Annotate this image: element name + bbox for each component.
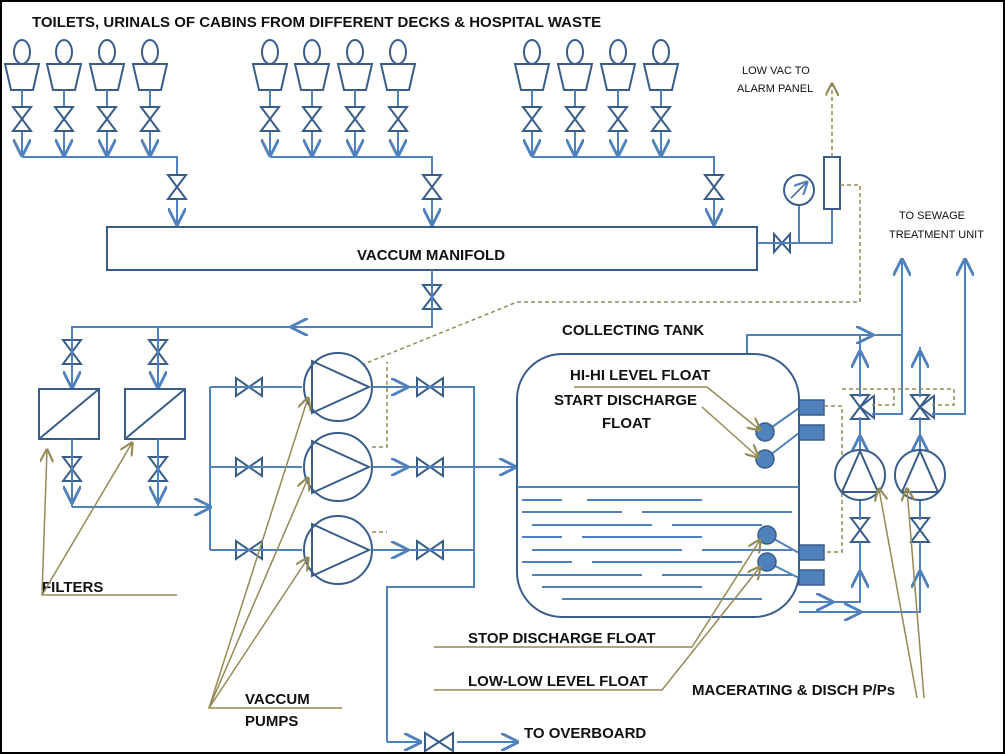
low-low-float-label: LOW-LOW LEVEL FLOAT bbox=[468, 673, 648, 690]
level-float-icon bbox=[755, 422, 775, 442]
diagram-title: TOILETS, URINALS OF CABINS FROM DIFFEREN… bbox=[32, 14, 601, 31]
toilet-icon bbox=[45, 39, 83, 91]
sewage-label-2: TREATMENT UNIT bbox=[889, 229, 984, 241]
start-discharge-label-1: START DISCHARGE bbox=[554, 392, 697, 409]
hi-hi-float-label: HI-HI LEVEL FLOAT bbox=[570, 367, 710, 384]
level-float-icon bbox=[757, 552, 777, 572]
macerating-pump-icon bbox=[834, 448, 886, 501]
vacuum-pumps-label-1: VACCUM bbox=[245, 691, 310, 708]
gate-valve-icon[interactable] bbox=[344, 106, 366, 132]
collecting-tank bbox=[516, 353, 800, 618]
toilet-icon bbox=[88, 39, 126, 91]
vacuum-switch bbox=[823, 156, 841, 210]
gate-valve-icon[interactable] bbox=[421, 174, 443, 200]
vacuum-pump-icon bbox=[303, 352, 373, 422]
tank-water-level bbox=[517, 486, 799, 600]
collecting-tank-label: COLLECTING TANK bbox=[562, 322, 704, 339]
gate-valve-icon[interactable] bbox=[521, 106, 543, 132]
low-vac-label-1: LOW VAC TO bbox=[742, 65, 810, 77]
filters-label: FILTERS bbox=[42, 579, 103, 596]
toilet-icon bbox=[379, 39, 417, 91]
gate-valve-icon[interactable] bbox=[703, 174, 725, 200]
level-float-icon bbox=[755, 449, 775, 469]
three-way-valve-icon[interactable] bbox=[909, 393, 935, 421]
toilet-icon bbox=[293, 39, 331, 91]
gate-valve-icon[interactable] bbox=[607, 106, 629, 132]
toilet-icon bbox=[599, 39, 637, 91]
start-discharge-label-2: FLOAT bbox=[602, 415, 651, 432]
toilet-icon bbox=[642, 39, 680, 91]
level-float-icon bbox=[757, 525, 777, 545]
gate-valve-icon[interactable] bbox=[424, 731, 454, 752]
vacuum-manifold bbox=[106, 226, 758, 271]
toilet-icon bbox=[3, 39, 41, 91]
toilet-icon bbox=[556, 39, 594, 91]
gate-valve-icon[interactable] bbox=[96, 106, 118, 132]
macerating-pump-icon bbox=[894, 448, 946, 501]
gate-valve-icon[interactable] bbox=[564, 106, 586, 132]
gate-valve-icon[interactable] bbox=[650, 106, 672, 132]
low-vac-label-2: ALARM PANEL bbox=[737, 83, 813, 95]
vacuum-pumps-label-2: PUMPS bbox=[245, 713, 298, 730]
level-switch bbox=[798, 544, 825, 561]
gate-valve-icon[interactable] bbox=[53, 106, 75, 132]
level-switch bbox=[798, 569, 825, 586]
vacuum-pump-icon bbox=[303, 515, 373, 585]
gate-valve-icon[interactable] bbox=[909, 517, 931, 543]
toilet-icon bbox=[251, 39, 289, 91]
level-switch bbox=[798, 424, 825, 441]
gate-valve-icon[interactable] bbox=[11, 106, 33, 132]
vacuum-pump-icon bbox=[303, 432, 373, 502]
macerating-pumps-label: MACERATING & DISCH P/Ps bbox=[692, 682, 895, 699]
toilet-icon bbox=[336, 39, 374, 91]
level-switch bbox=[798, 399, 825, 416]
sewage-label-1: TO SEWAGE bbox=[899, 210, 965, 222]
toilet-icon bbox=[513, 39, 551, 91]
toilet-icon bbox=[131, 39, 169, 91]
manifold-label: VACCUM MANIFOLD bbox=[357, 247, 505, 264]
toilet-groups bbox=[3, 39, 714, 224]
gate-valve-icon[interactable] bbox=[259, 106, 281, 132]
gate-valve-icon[interactable] bbox=[849, 517, 871, 543]
gate-valve-icon[interactable] bbox=[139, 106, 161, 132]
stop-discharge-label: STOP DISCHARGE FLOAT bbox=[468, 630, 656, 647]
gate-valve-icon[interactable] bbox=[301, 106, 323, 132]
three-way-valve-icon[interactable] bbox=[849, 393, 875, 421]
overboard-label: TO OVERBOARD bbox=[524, 725, 646, 742]
gate-valve-icon[interactable] bbox=[387, 106, 409, 132]
gate-valve-icon[interactable] bbox=[166, 174, 188, 200]
